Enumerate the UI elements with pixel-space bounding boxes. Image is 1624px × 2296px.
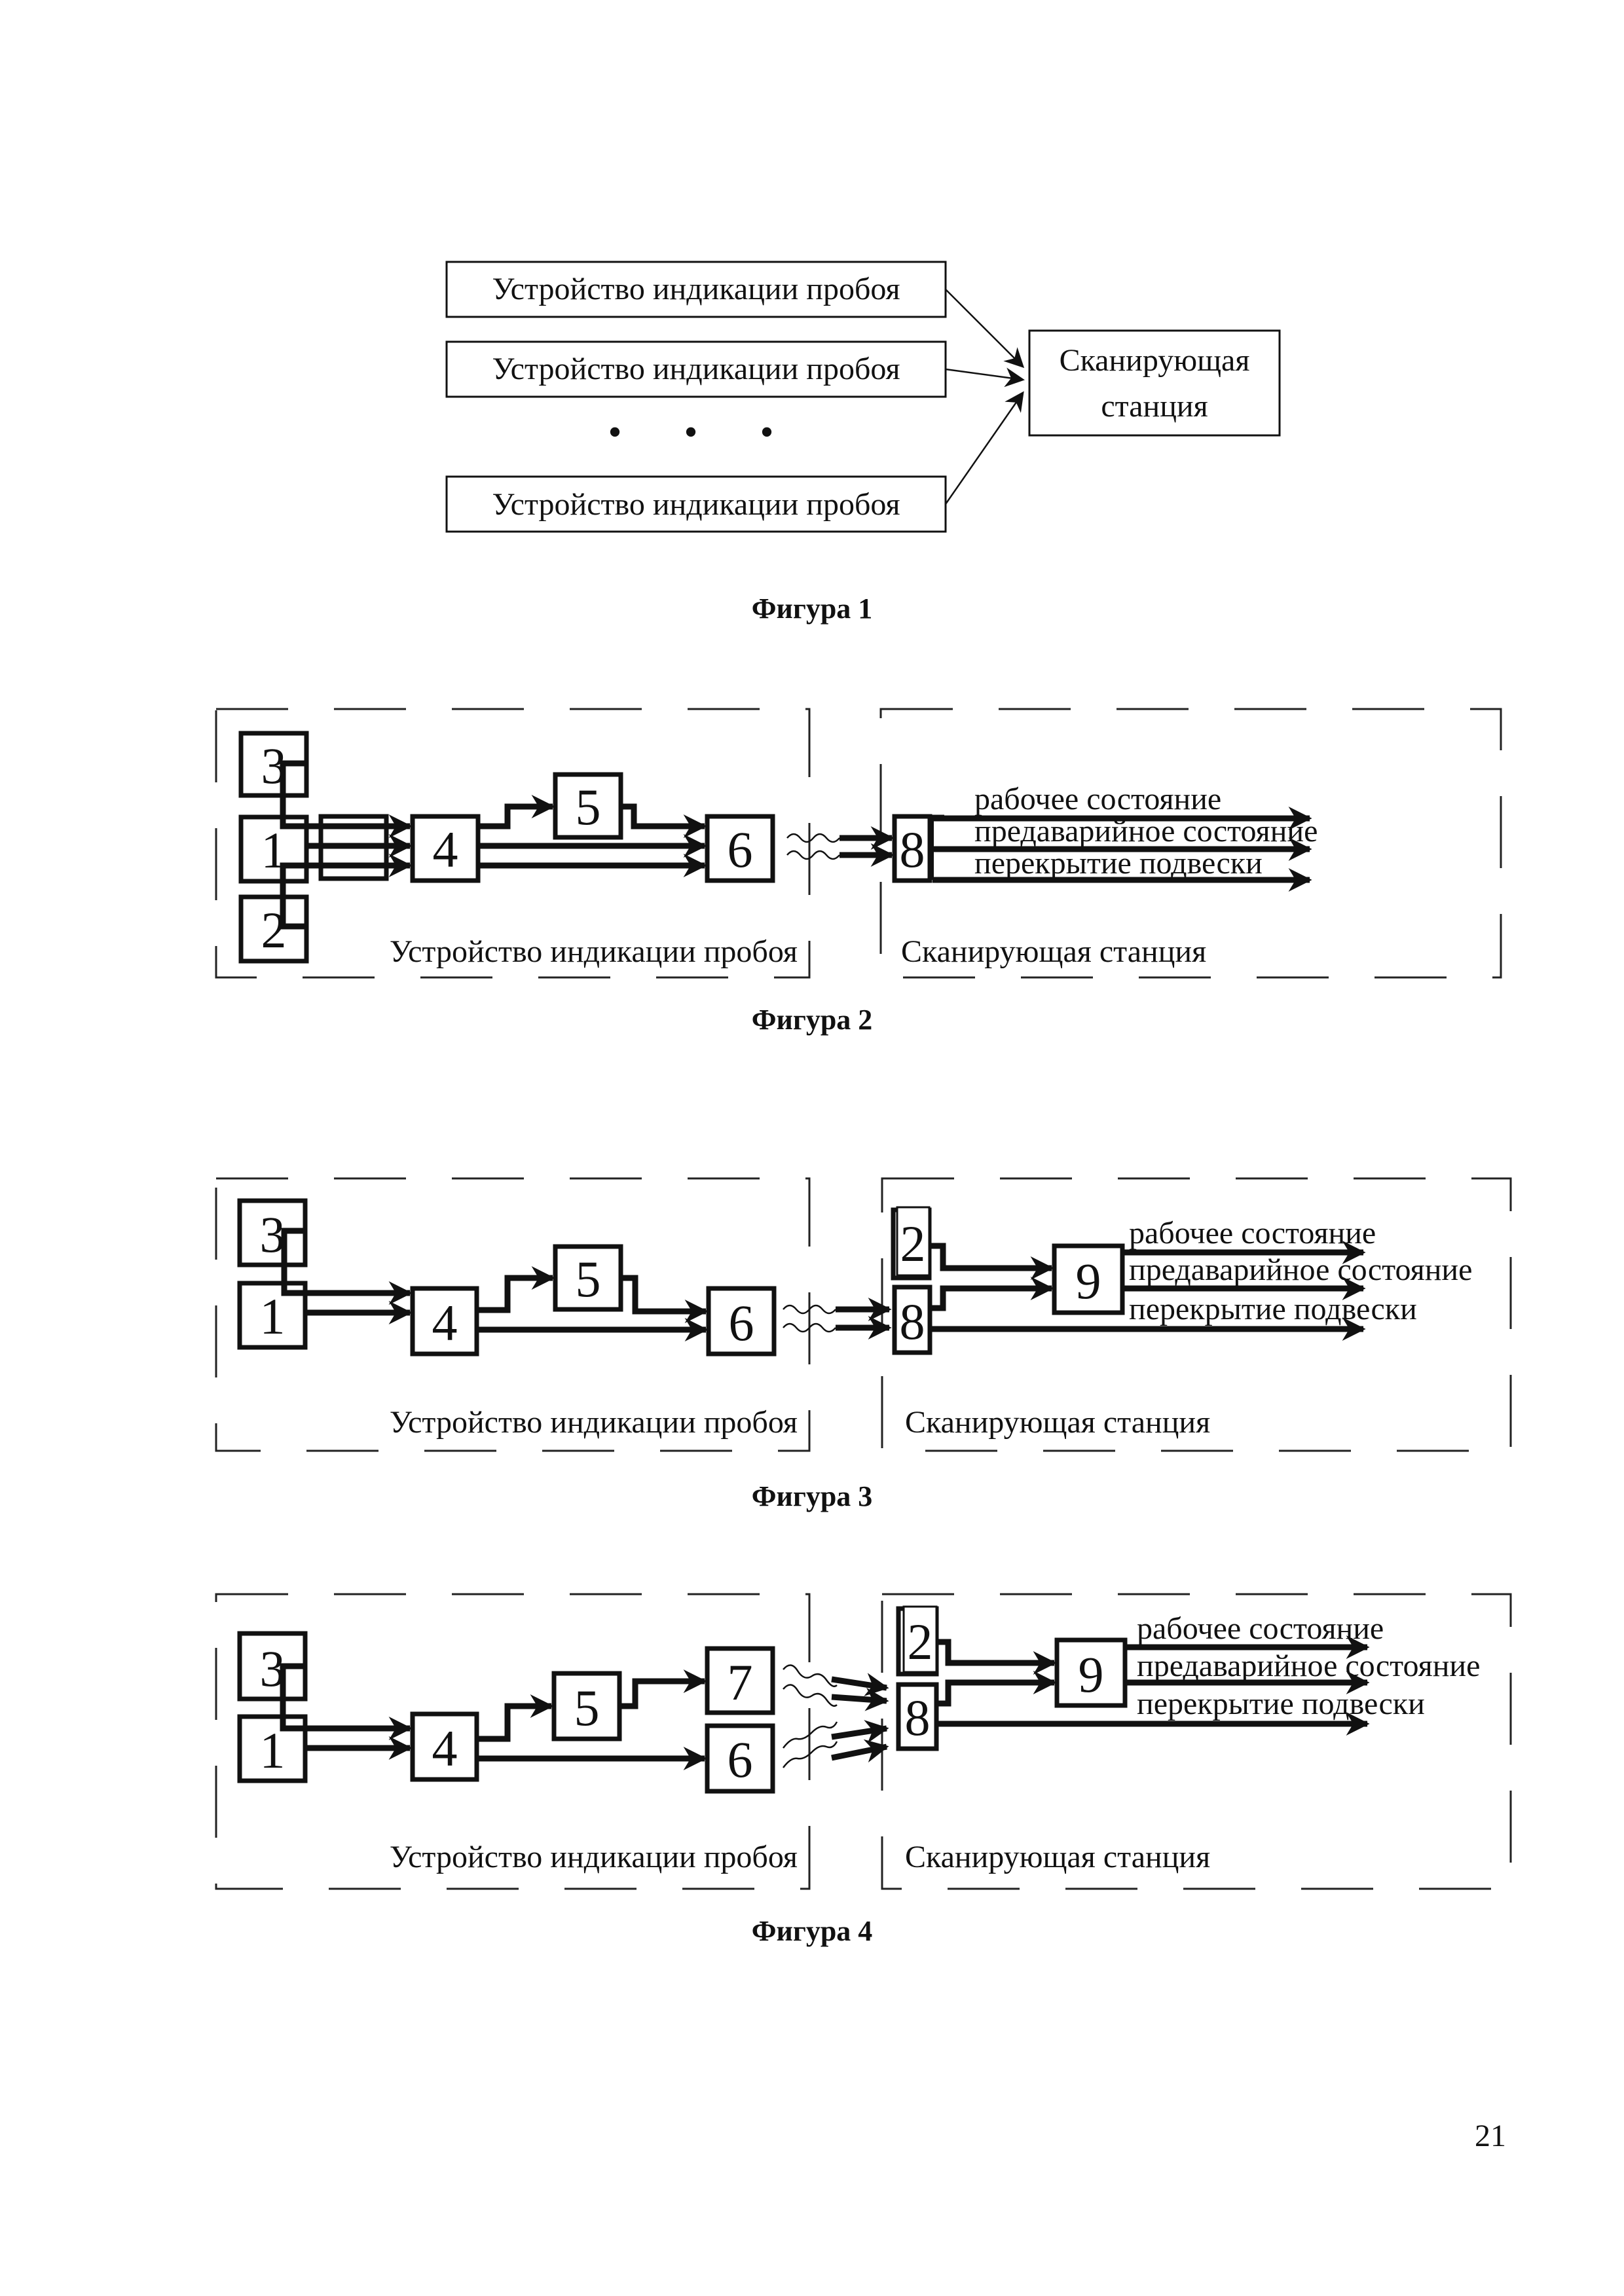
block-number: 4: [432, 1294, 458, 1351]
arrow-to-station: [946, 369, 1023, 380]
block-number: 5: [574, 1679, 600, 1736]
block-2: 2: [898, 1607, 936, 1674]
block-6: 6: [707, 1726, 773, 1791]
output-label-working: рабочее состояние: [1129, 1216, 1376, 1250]
arrow-to-station: [946, 289, 1023, 367]
connector: [619, 1681, 705, 1706]
connector: [478, 807, 553, 826]
device-box-label: Устройство индикации пробоя: [492, 272, 900, 306]
figure-3: 3 1 4 5 6 2 8 9 рабочее состоя: [216, 1178, 1511, 1512]
connector: [832, 1747, 887, 1758]
block-number: 5: [576, 1250, 601, 1307]
connector: [477, 1278, 553, 1310]
figure-caption: Фигура 4: [752, 1915, 873, 1947]
device-box: Устройство индикации пробоя: [447, 477, 946, 532]
wireless-link-icon: [787, 834, 840, 842]
block-5: 5: [555, 774, 621, 837]
block-number: 9: [1079, 1646, 1104, 1703]
connector: [832, 1728, 887, 1737]
block-8: 8: [898, 1685, 936, 1749]
figure-1: Устройство индикации пробоя Устройство и…: [447, 262, 1280, 625]
connector: [930, 1288, 1052, 1308]
block-number: 8: [905, 1689, 931, 1746]
block-9: 9: [1054, 1246, 1122, 1313]
block-4: 4: [413, 816, 478, 881]
block-number: 2: [900, 1215, 926, 1272]
block-number: 4: [433, 821, 458, 878]
device-section-label: Устройство индикации пробоя: [390, 1840, 798, 1874]
station-section-label: Сканирующая станция: [901, 934, 1206, 969]
connector: [621, 1278, 706, 1311]
block-number: 6: [728, 821, 753, 878]
block-number: 8: [900, 821, 925, 878]
block-number: 5: [576, 778, 601, 835]
block-8: 8: [895, 816, 930, 881]
output-label-pre-emergency: предаварийное состояние: [974, 814, 1318, 848]
output-label-pre-emergency: предаварийное состояние: [1137, 1649, 1480, 1683]
figure-caption: Фигура 2: [752, 1004, 873, 1036]
figure-4: 3 1 4 5 7 6 2 8 9: [216, 1594, 1511, 1947]
block-number: 1: [260, 1288, 286, 1345]
arrow-to-station: [946, 393, 1023, 504]
station-label-line1: Сканирующая: [1060, 343, 1250, 378]
output-label-flashover: перекрытие подвески: [1129, 1292, 1417, 1326]
device-box: Устройство индикации пробоя: [447, 342, 946, 397]
block-5: 5: [554, 1673, 619, 1739]
output-label-working: рабочее состояние: [1137, 1611, 1384, 1646]
block-4: 4: [413, 1714, 477, 1779]
device-box-label: Устройство индикации пробоя: [492, 352, 900, 386]
block-7: 7: [707, 1649, 773, 1713]
block-6: 6: [709, 1288, 774, 1354]
wireless-link-icon: [783, 1685, 837, 1705]
page-number: 21: [1475, 2119, 1506, 2153]
wireless-link-icon: [783, 1665, 837, 1686]
output-label-flashover: перекрытие подвески: [1137, 1686, 1425, 1721]
block-5: 5: [555, 1247, 621, 1309]
connector: [930, 1246, 1052, 1268]
output-label-flashover: перекрытие подвески: [974, 846, 1263, 881]
connector: [832, 1697, 887, 1701]
block-number: 6: [729, 1294, 754, 1351]
output-label-working: рабочее состояние: [974, 782, 1221, 816]
block-number: 8: [900, 1293, 925, 1350]
block-6: 6: [707, 816, 773, 881]
connector: [936, 1683, 1054, 1704]
device-section-label: Устройство индикации пробоя: [390, 1405, 798, 1440]
device-box: Устройство индикации пробоя: [447, 262, 946, 317]
block-number: 2: [908, 1613, 933, 1670]
device-section-label: Устройство индикации пробоя: [390, 934, 798, 969]
block-8: 8: [895, 1287, 930, 1353]
block-number: 6: [728, 1731, 753, 1788]
ellipsis: • • •: [608, 410, 800, 454]
connector: [832, 1679, 887, 1688]
wireless-link-icon: [787, 851, 840, 859]
connector: [936, 1642, 1054, 1663]
scanning-station-box: Сканирующая станция: [1029, 331, 1280, 435]
block-2: 2: [893, 1207, 929, 1278]
block-number: 9: [1076, 1252, 1101, 1309]
station-section-label: Сканирующая станция: [905, 1405, 1210, 1440]
figure-2: 3 1 2 4 5 6 8: [216, 709, 1501, 1036]
figure-caption: Фигура 3: [752, 1480, 873, 1512]
block-number: 4: [432, 1720, 458, 1777]
station-section-label: Сканирующая станция: [905, 1840, 1210, 1874]
connector: [477, 1706, 551, 1739]
figure-caption: Фигура 1: [752, 592, 873, 625]
block-9: 9: [1057, 1640, 1125, 1705]
device-box-label: Устройство индикации пробоя: [492, 487, 900, 522]
block-number: 7: [728, 1654, 753, 1711]
block-4: 4: [413, 1288, 477, 1354]
output-label-pre-emergency: предаварийное состояние: [1129, 1252, 1472, 1287]
station-label-line2: станция: [1101, 389, 1208, 424]
connector: [621, 807, 705, 826]
